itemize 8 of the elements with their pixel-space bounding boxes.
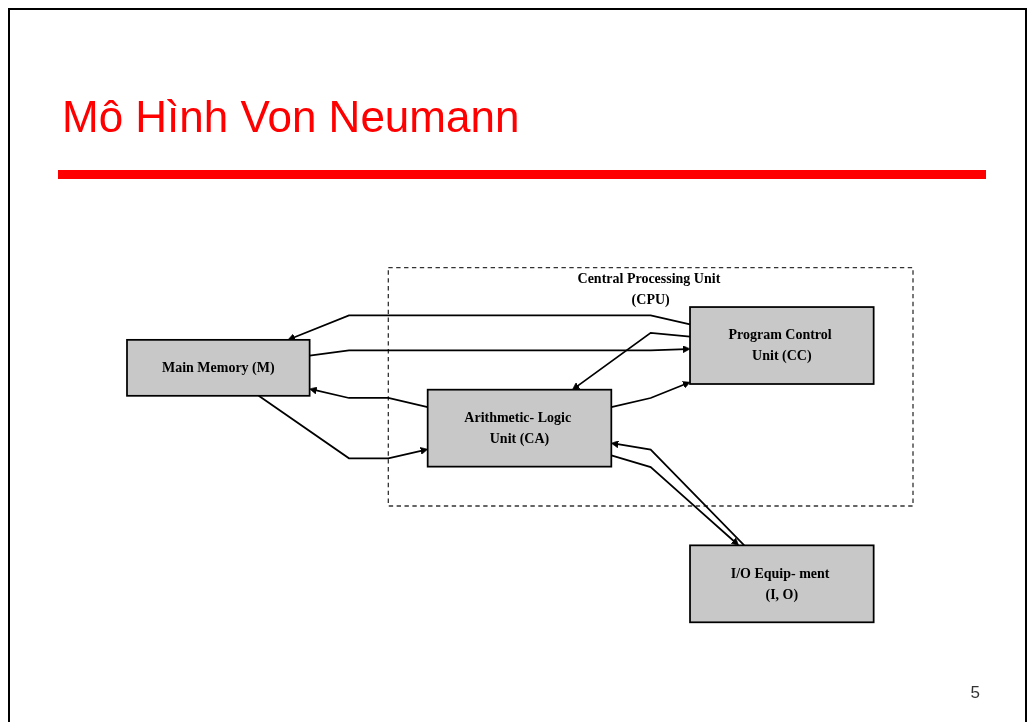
node-box: Arithmetic- Logic Unit (CA): [426, 388, 613, 468]
node-box: Main Memory (M): [126, 338, 311, 397]
arrow: [287, 314, 691, 341]
slide-title: Mô Hình Von Neumann: [62, 92, 520, 142]
node-box: Program Control Unit (CC): [689, 306, 875, 385]
page-number: 5: [970, 683, 980, 702]
arrow: [572, 331, 691, 391]
node-box: I/O Equip- ment (I, O): [689, 544, 875, 624]
